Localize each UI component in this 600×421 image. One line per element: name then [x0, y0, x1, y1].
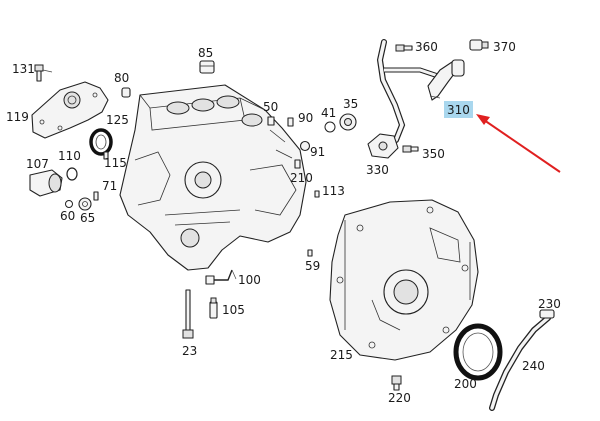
pin-71 — [93, 191, 99, 201]
front-cover-119 — [31, 81, 109, 139]
clip-230 — [539, 309, 555, 319]
label-310[interactable]: 310 — [447, 103, 470, 117]
label-41[interactable]: 41 — [321, 106, 336, 120]
label-200[interactable]: 200 — [454, 377, 477, 391]
label-50[interactable]: 50 — [263, 100, 278, 114]
bolt-360 — [395, 44, 413, 52]
cap-85 — [199, 60, 215, 74]
bolt-131 — [34, 64, 53, 82]
label-107[interactable]: 107 — [26, 157, 49, 171]
seal-ring-200 — [453, 323, 503, 381]
coolant-pipe-310 — [376, 39, 465, 143]
label-215[interactable]: 215 — [330, 348, 353, 362]
label-100[interactable]: 100 — [238, 273, 261, 287]
label-110[interactable]: 110 — [58, 149, 81, 163]
washer-60 — [65, 200, 73, 208]
label-230[interactable]: 230 — [538, 297, 561, 311]
connector-370 — [469, 39, 489, 51]
leader-lines — [231, 269, 237, 280]
label-115[interactable]: 115 — [104, 156, 127, 170]
pin-113 — [314, 190, 320, 198]
label-90[interactable]: 90 — [298, 111, 313, 125]
label-23[interactable]: 23 — [182, 344, 197, 358]
label-113[interactable]: 113 — [322, 184, 345, 198]
oring-41 — [324, 121, 336, 133]
label-125[interactable]: 125 — [106, 113, 129, 127]
pointer-arrow — [476, 114, 561, 173]
label-131[interactable]: 131 — [12, 62, 35, 76]
label-370[interactable]: 370 — [493, 40, 516, 54]
stud-23 — [182, 289, 194, 339]
label-350[interactable]: 350 — [422, 147, 445, 161]
dowel-50 — [267, 116, 275, 126]
pin-59 — [307, 249, 313, 257]
label-210[interactable]: 210 — [290, 171, 313, 185]
label-105[interactable]: 105 — [222, 303, 245, 317]
seal-ring-125 — [89, 128, 113, 156]
flywheel-housing-215 — [329, 199, 479, 361]
label-330[interactable]: 330 — [366, 163, 389, 177]
label-220[interactable]: 220 — [388, 391, 411, 405]
sensor-100 — [205, 269, 233, 285]
label-80[interactable]: 80 — [114, 71, 129, 85]
hose-240 — [489, 315, 551, 411]
label-360[interactable]: 360 — [415, 40, 438, 54]
pin-90 — [287, 117, 294, 127]
label-71[interactable]: 71 — [102, 179, 117, 193]
part-labels: 131 119 80 125 107 110 115 71 60 65 85 5… — [6, 40, 561, 405]
engine-block — [119, 84, 307, 271]
label-35[interactable]: 35 — [343, 97, 358, 111]
flange-330 — [367, 133, 399, 159]
label-60[interactable]: 60 — [60, 209, 75, 223]
label-65[interactable]: 65 — [80, 211, 95, 225]
highlight-box-310 — [444, 101, 473, 118]
bolt-220 — [391, 375, 402, 391]
sensor-105 — [209, 297, 218, 319]
pin-210 — [294, 159, 301, 169]
label-85[interactable]: 85 — [198, 46, 213, 60]
label-240[interactable]: 240 — [522, 359, 545, 373]
label-59[interactable]: 59 — [305, 259, 320, 273]
cylinder-107 — [29, 169, 63, 197]
label-119[interactable]: 119 — [6, 110, 29, 124]
nut-65 — [78, 197, 92, 211]
plug-80 — [121, 87, 131, 98]
plug-91 — [299, 140, 311, 152]
ring-110 — [66, 167, 78, 181]
pin-115 — [103, 151, 109, 160]
label-91[interactable]: 91 — [310, 145, 325, 159]
bolt-350 — [402, 145, 419, 153]
sprocket-35 — [339, 113, 357, 131]
